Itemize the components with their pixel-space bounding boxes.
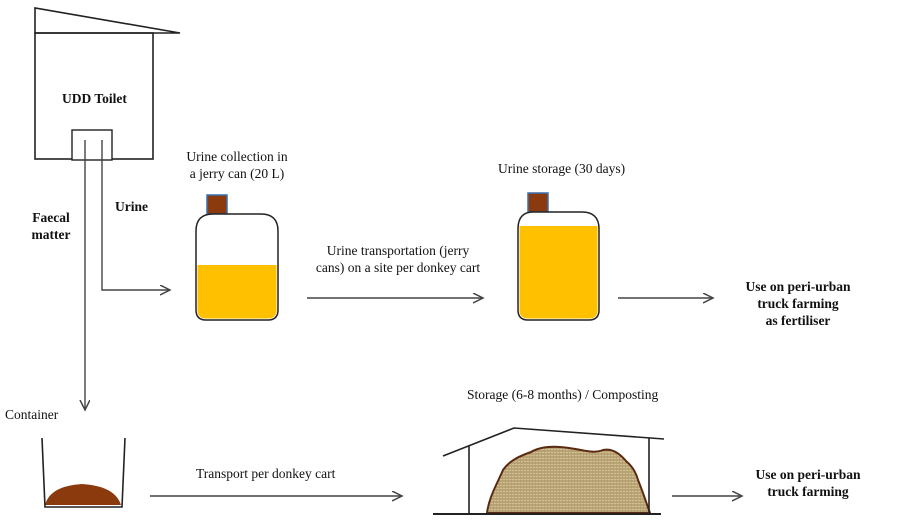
urine-collection-line1: Urine collection in — [186, 149, 288, 164]
toilet-bowl — [71, 129, 113, 161]
storage-composting-label: Storage (6-8 months) / Composting — [467, 387, 659, 402]
container-outline — [41, 437, 126, 508]
urine-flow-arrow — [101, 140, 170, 290]
compost-pile — [485, 445, 652, 514]
urine-transport-line2: cans) on a site per donkey cart — [315, 260, 481, 275]
fertiliser-use-line1: Use on peri-urban — [745, 279, 851, 294]
storage-can-cap-icon — [527, 192, 549, 213]
urine-transport-label: Urine transportation (jerry cans) on a s… — [295, 242, 501, 276]
urine-collection-label: Urine collection in a jerry can (20 L) — [172, 148, 302, 182]
jerry-can-urine-fill — [197, 265, 277, 319]
shed-roof — [442, 427, 665, 457]
faeces-container — [41, 437, 126, 508]
fertiliser-use-line2: truck farming — [757, 296, 839, 311]
toilet-label: UDD Toilet — [62, 91, 127, 106]
compost-shed — [433, 427, 665, 515]
fertiliser-use-line3: as fertiliser — [765, 313, 831, 328]
farming-use-label: Use on peri-urban truck farming — [745, 466, 871, 500]
urine-transport-line1: Urine transportation (jerry — [326, 243, 470, 258]
storage-can-urine-fill — [519, 226, 598, 319]
urine-storage-label: Urine storage (30 days) — [498, 161, 626, 176]
fertiliser-use-label: Use on peri-urban truck farming as ferti… — [728, 278, 868, 329]
urine-label: Urine — [115, 199, 148, 214]
jerry-can-storage — [517, 192, 600, 321]
udd-toilet — [34, 7, 181, 161]
jerry-can-cap-icon — [206, 194, 228, 215]
container-label: Container — [5, 407, 59, 422]
faecal-label-line2: matter — [31, 227, 71, 242]
faecal-matter-label: Faecal matter — [22, 209, 80, 243]
container-faeces-fill — [45, 484, 121, 505]
transport-cart-label: Transport per donkey cart — [196, 466, 336, 481]
farming-use-line2: truck farming — [767, 484, 849, 499]
jerry-can-20l — [195, 194, 279, 321]
faecal-label-line1: Faecal — [32, 210, 70, 225]
urine-collection-line2: a jerry can (20 L) — [189, 166, 285, 181]
farming-use-line1: Use on peri-urban — [755, 467, 861, 482]
toilet-roof — [34, 7, 181, 34]
